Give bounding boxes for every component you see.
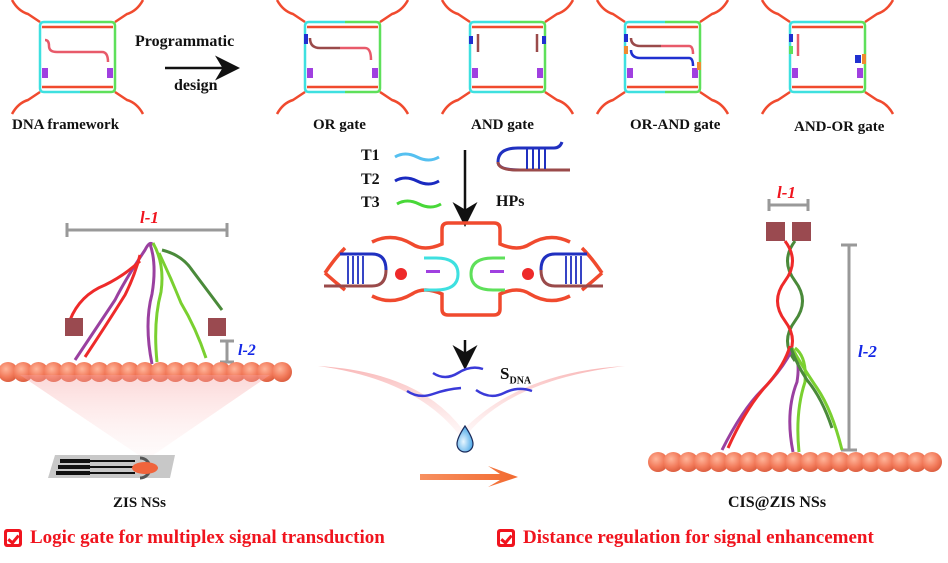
right-caption: CIS@ZIS NSs <box>728 494 827 511</box>
nanosheet-bead <box>272 362 292 382</box>
right-l1-label: l-1 <box>777 183 796 202</box>
nanosheet-bead <box>785 452 805 472</box>
nanosheet-bead <box>724 452 745 472</box>
left-dna-strands <box>68 241 224 365</box>
right-l2-label: l-2 <box>858 342 877 361</box>
logic-complex <box>323 221 604 317</box>
label-t1: T1 <box>361 147 380 164</box>
zis-nanosheet-right <box>648 452 942 472</box>
left-cone <box>20 375 270 460</box>
hairpin-icon <box>496 141 570 172</box>
nanosheet-bead <box>648 452 668 472</box>
signal-cone <box>318 366 625 440</box>
framework-orand <box>595 0 730 115</box>
cis-cube-right-1 <box>766 222 785 241</box>
nanosheet-bead <box>861 452 882 472</box>
label-and-or-gate: AND-OR gate <box>794 119 885 135</box>
electrode-icon <box>48 455 175 480</box>
nanosheet-bead <box>769 452 790 472</box>
left-l1-label: l-1 <box>140 208 159 227</box>
water-drop-icon <box>456 424 474 453</box>
label-hps: HPs <box>496 193 525 210</box>
label-sdna: SDNA <box>500 364 531 386</box>
right-l2-bar <box>841 243 857 452</box>
nanosheet-bead <box>906 452 927 472</box>
cis-cube-right <box>208 318 226 336</box>
label-dna-framework: DNA framework <box>12 117 120 133</box>
label-programmatic: Programmatic <box>135 33 235 50</box>
nanosheet-bead <box>922 452 942 472</box>
t2-strand <box>394 176 440 186</box>
nanosheet-bead <box>891 452 912 472</box>
cis-cube-left <box>65 318 83 336</box>
label-or-and-gate: OR-AND gate <box>630 117 721 133</box>
framework-or <box>275 0 410 115</box>
right-l1-bar <box>767 199 810 211</box>
cis-cube-right-2 <box>792 222 811 241</box>
nanosheet-bead <box>800 452 821 472</box>
nanosheet-bead <box>815 452 836 472</box>
quantum-dot-left <box>395 268 407 280</box>
footer-right-text: Distance regulation for signal enhanceme… <box>523 527 874 548</box>
checkbox-icon <box>497 529 515 547</box>
checkbox-icon <box>4 529 22 547</box>
footer-left-text: Logic gate for multiplex signal transduc… <box>30 527 385 548</box>
footer-right: Distance regulation for signal enhanceme… <box>497 527 874 549</box>
nanosheet-bead <box>845 452 866 472</box>
label-t2: T2 <box>361 171 380 188</box>
nanosheet-bead <box>693 452 714 472</box>
left-l2-bar <box>220 339 234 364</box>
t3-strand <box>396 199 442 209</box>
t1-strand <box>394 152 440 162</box>
label-t3: T3 <box>361 194 380 211</box>
framework-andor <box>760 0 895 115</box>
sdna-strands <box>406 366 533 398</box>
nanosheet-bead <box>0 362 18 382</box>
framework-and <box>440 0 575 115</box>
quantum-dot-right <box>522 268 534 280</box>
nanosheet-bead <box>739 452 760 472</box>
left-l2-label: l-2 <box>238 342 256 359</box>
nanosheet-bead <box>830 452 851 472</box>
left-l1-bar <box>65 223 229 237</box>
sdna-sub: DNA <box>509 375 532 387</box>
left-caption: ZIS NSs <box>113 495 166 511</box>
right-dna-helix <box>720 240 844 453</box>
sdna-main: S <box>500 364 510 383</box>
nanosheet-bead <box>663 452 684 472</box>
light-arrow-icon <box>420 466 518 487</box>
label-or-gate: OR gate <box>313 117 366 133</box>
framework-framework <box>10 0 145 115</box>
nanosheet-bead <box>754 452 775 472</box>
nanosheet-bead <box>876 452 897 472</box>
label-design: design <box>174 77 218 94</box>
nanosheet-bead <box>708 452 729 472</box>
label-and-gate: AND gate <box>471 117 534 133</box>
footer-left: Logic gate for multiplex signal transduc… <box>4 527 385 549</box>
trigger-strands <box>394 152 442 209</box>
nanosheet-bead <box>678 452 699 472</box>
